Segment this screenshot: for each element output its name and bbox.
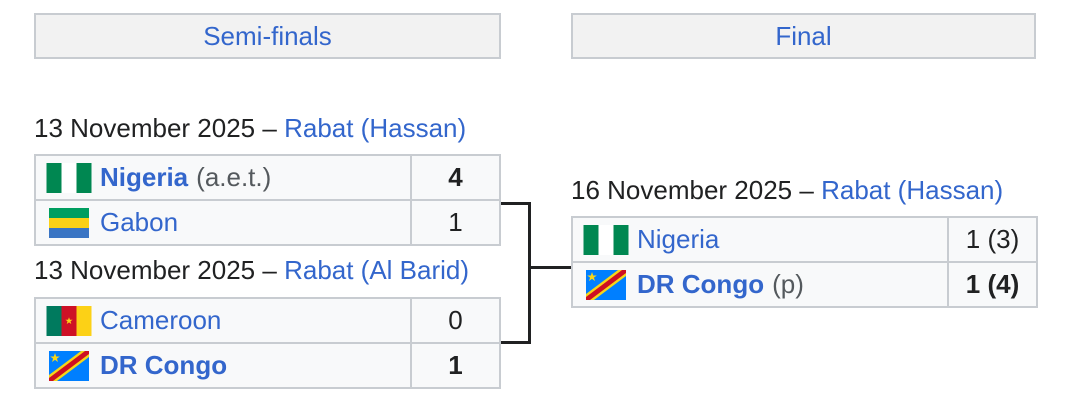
date-separator: – bbox=[262, 113, 277, 143]
match-date-venue: 13 November 2025 – Rabat (Hassan) bbox=[34, 113, 466, 144]
team-score: 1 bbox=[412, 201, 501, 246]
bracket-connector-top bbox=[501, 202, 531, 205]
dr-congo-flag-icon bbox=[49, 350, 89, 381]
round-header-final[interactable]: Final bbox=[571, 13, 1036, 59]
team-name-link[interactable]: Nigeria bbox=[100, 162, 189, 192]
dr-congo-flag-icon bbox=[586, 269, 626, 300]
cameroon-flag-icon bbox=[46, 305, 92, 336]
team-score: 1 (3) bbox=[949, 216, 1038, 263]
match-date-venue: 13 November 2025 – Rabat (Al Barid) bbox=[34, 255, 469, 286]
team-cell: Gabon bbox=[34, 201, 412, 246]
semi-final-match-2: Cameroon 0 DR Congo 1 bbox=[34, 297, 501, 389]
match-date: 13 November 2025 bbox=[34, 255, 256, 285]
team-name-link[interactable]: DR Congo bbox=[637, 269, 765, 299]
date-separator: – bbox=[262, 255, 277, 285]
nigeria-flag-icon bbox=[583, 224, 629, 255]
team-score: 1 bbox=[412, 344, 501, 389]
team-name-link[interactable]: Cameroon bbox=[100, 305, 222, 335]
venue-link[interactable]: Rabat (Hassan) bbox=[821, 175, 1004, 205]
bracket-connector-final bbox=[528, 266, 571, 269]
team-cell: Nigeria bbox=[571, 216, 949, 263]
venue-link[interactable]: Rabat (Al Barid) bbox=[284, 255, 470, 285]
team-row: Nigeria (a.e.t.) 4 bbox=[34, 154, 501, 201]
team-row: Cameroon 0 bbox=[34, 297, 501, 344]
bracket-connector-vertical bbox=[528, 202, 531, 344]
team-score: 1 (4) bbox=[949, 263, 1038, 308]
team-score: 0 bbox=[412, 297, 501, 344]
gabon-flag-icon bbox=[49, 207, 89, 238]
match-date: 16 November 2025 bbox=[571, 175, 793, 205]
nigeria-flag-icon bbox=[46, 162, 92, 193]
team-cell: Cameroon bbox=[34, 297, 412, 344]
result-note: (a.e.t.) bbox=[196, 162, 272, 192]
team-name-link[interactable]: DR Congo bbox=[100, 350, 228, 380]
team-cell: DR Congo (p) bbox=[571, 263, 949, 308]
match-date: 13 November 2025 bbox=[34, 113, 256, 143]
team-row: DR Congo 1 bbox=[34, 344, 501, 389]
team-cell: DR Congo bbox=[34, 344, 412, 389]
date-separator: – bbox=[799, 175, 814, 205]
team-cell: Nigeria (a.e.t.) bbox=[34, 154, 412, 201]
team-name-link[interactable]: Nigeria bbox=[637, 224, 720, 254]
venue-link[interactable]: Rabat (Hassan) bbox=[284, 113, 467, 143]
result-note: (p) bbox=[772, 269, 804, 299]
round-header-semi-finals[interactable]: Semi-finals bbox=[34, 13, 501, 59]
team-name-link[interactable]: Gabon bbox=[100, 207, 179, 237]
team-row: DR Congo (p) 1 (4) bbox=[571, 263, 1038, 308]
bracket-connector-bottom bbox=[501, 341, 531, 344]
final-match: Nigeria 1 (3) DR Congo (p) 1 (4) bbox=[571, 216, 1038, 308]
team-row: Nigeria 1 (3) bbox=[571, 216, 1038, 263]
team-row: Gabon 1 bbox=[34, 201, 501, 246]
team-score: 4 bbox=[412, 154, 501, 201]
match-date-venue: 16 November 2025 – Rabat (Hassan) bbox=[571, 175, 1003, 206]
semi-final-match-1: Nigeria (a.e.t.) 4 Gabon 1 bbox=[34, 154, 501, 246]
